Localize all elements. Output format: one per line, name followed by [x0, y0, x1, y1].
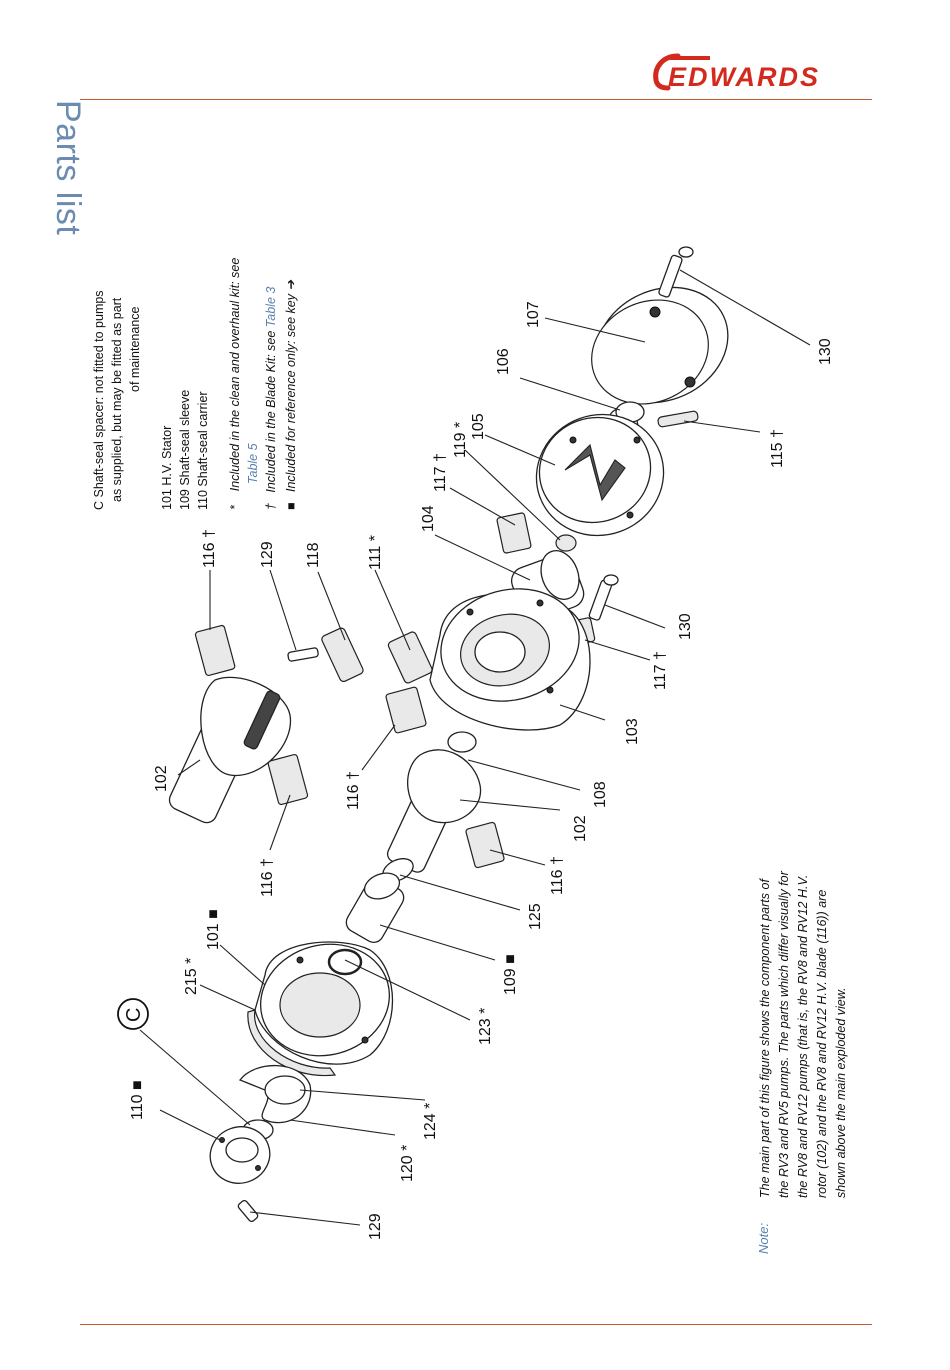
screw-129-upper — [287, 647, 319, 662]
callout-130-top: 130 — [817, 338, 834, 365]
carrier-110 — [209, 1126, 271, 1184]
callout-107: 107 — [525, 301, 542, 328]
callout-110: 110 ■ — [129, 1080, 146, 1120]
stator-101 — [254, 941, 394, 1065]
callout-c-circle — [117, 998, 149, 1030]
header-rule — [80, 99, 872, 100]
edwards-logo: EDWARDS — [653, 53, 820, 92]
carrier-120 — [238, 1064, 312, 1124]
callout-116-b: 116 † — [259, 858, 276, 897]
callout-120: 120 * — [399, 1145, 416, 1182]
callout-102-lower: 102 — [572, 815, 589, 842]
callout-129-upper: 129 — [259, 541, 276, 568]
screw-129-lower — [237, 1199, 259, 1223]
callout-118: 118 — [305, 542, 322, 568]
callout-111: 111 * — [367, 535, 384, 570]
brand-wordmark: EDWARDS — [668, 62, 820, 92]
sleeve-109 — [345, 872, 405, 943]
callout-119: 119 * — [452, 422, 469, 458]
blade-116-b — [267, 753, 309, 806]
callout-101: 101 ■ — [205, 909, 222, 950]
callout-124: 124 * — [422, 1103, 439, 1140]
plate-118 — [321, 627, 364, 683]
stator-103 — [429, 588, 591, 731]
gasket-215 — [247, 1009, 337, 1077]
callout-109: 109 ■ — [502, 954, 519, 995]
key-115 — [657, 410, 699, 428]
callout-116-d: 116 † — [549, 856, 566, 895]
rotor-102-lower — [386, 731, 482, 873]
callout-215: 215 * — [183, 958, 200, 995]
callout-104: 104 — [420, 505, 437, 532]
callout-130-middle: 130 — [677, 613, 694, 640]
callout-106: 106 — [495, 348, 512, 375]
callout-116-a: 116 † — [201, 529, 218, 568]
end-cover-107 — [591, 286, 729, 405]
footer-rule — [80, 1324, 872, 1325]
callout-125: 125 — [527, 903, 544, 930]
end-plate-105 — [535, 413, 665, 537]
callout-labels: 130 107 115 † 106 105 119 * 117 † 104 13… — [117, 301, 834, 1240]
callout-116-c: 116 † — [345, 771, 362, 810]
callout-115: 115 † — [769, 429, 786, 468]
screw-130-top — [658, 246, 694, 298]
callout-129-lower: 129 — [367, 1213, 384, 1240]
callout-123: 123 * — [477, 1008, 494, 1045]
callout-c: C — [123, 1008, 145, 1022]
seal-119 — [555, 534, 577, 552]
rotor-102-upper — [168, 676, 292, 824]
callout-103: 103 — [624, 718, 641, 745]
blade-117-upper — [496, 512, 532, 554]
callout-117-lower: 117 † — [652, 651, 669, 690]
blade-116-d — [465, 821, 505, 869]
screw-130-middle — [588, 574, 619, 621]
callout-105: 105 — [470, 413, 487, 440]
callout-102-upper: 102 — [153, 765, 170, 792]
plate-111 — [387, 631, 433, 684]
blade-116-a — [194, 624, 236, 677]
callout-108: 108 — [592, 781, 609, 808]
callout-117-upper: 117 † — [432, 453, 449, 492]
blade-116-c — [385, 686, 427, 734]
leader-lines — [139, 269, 811, 1226]
